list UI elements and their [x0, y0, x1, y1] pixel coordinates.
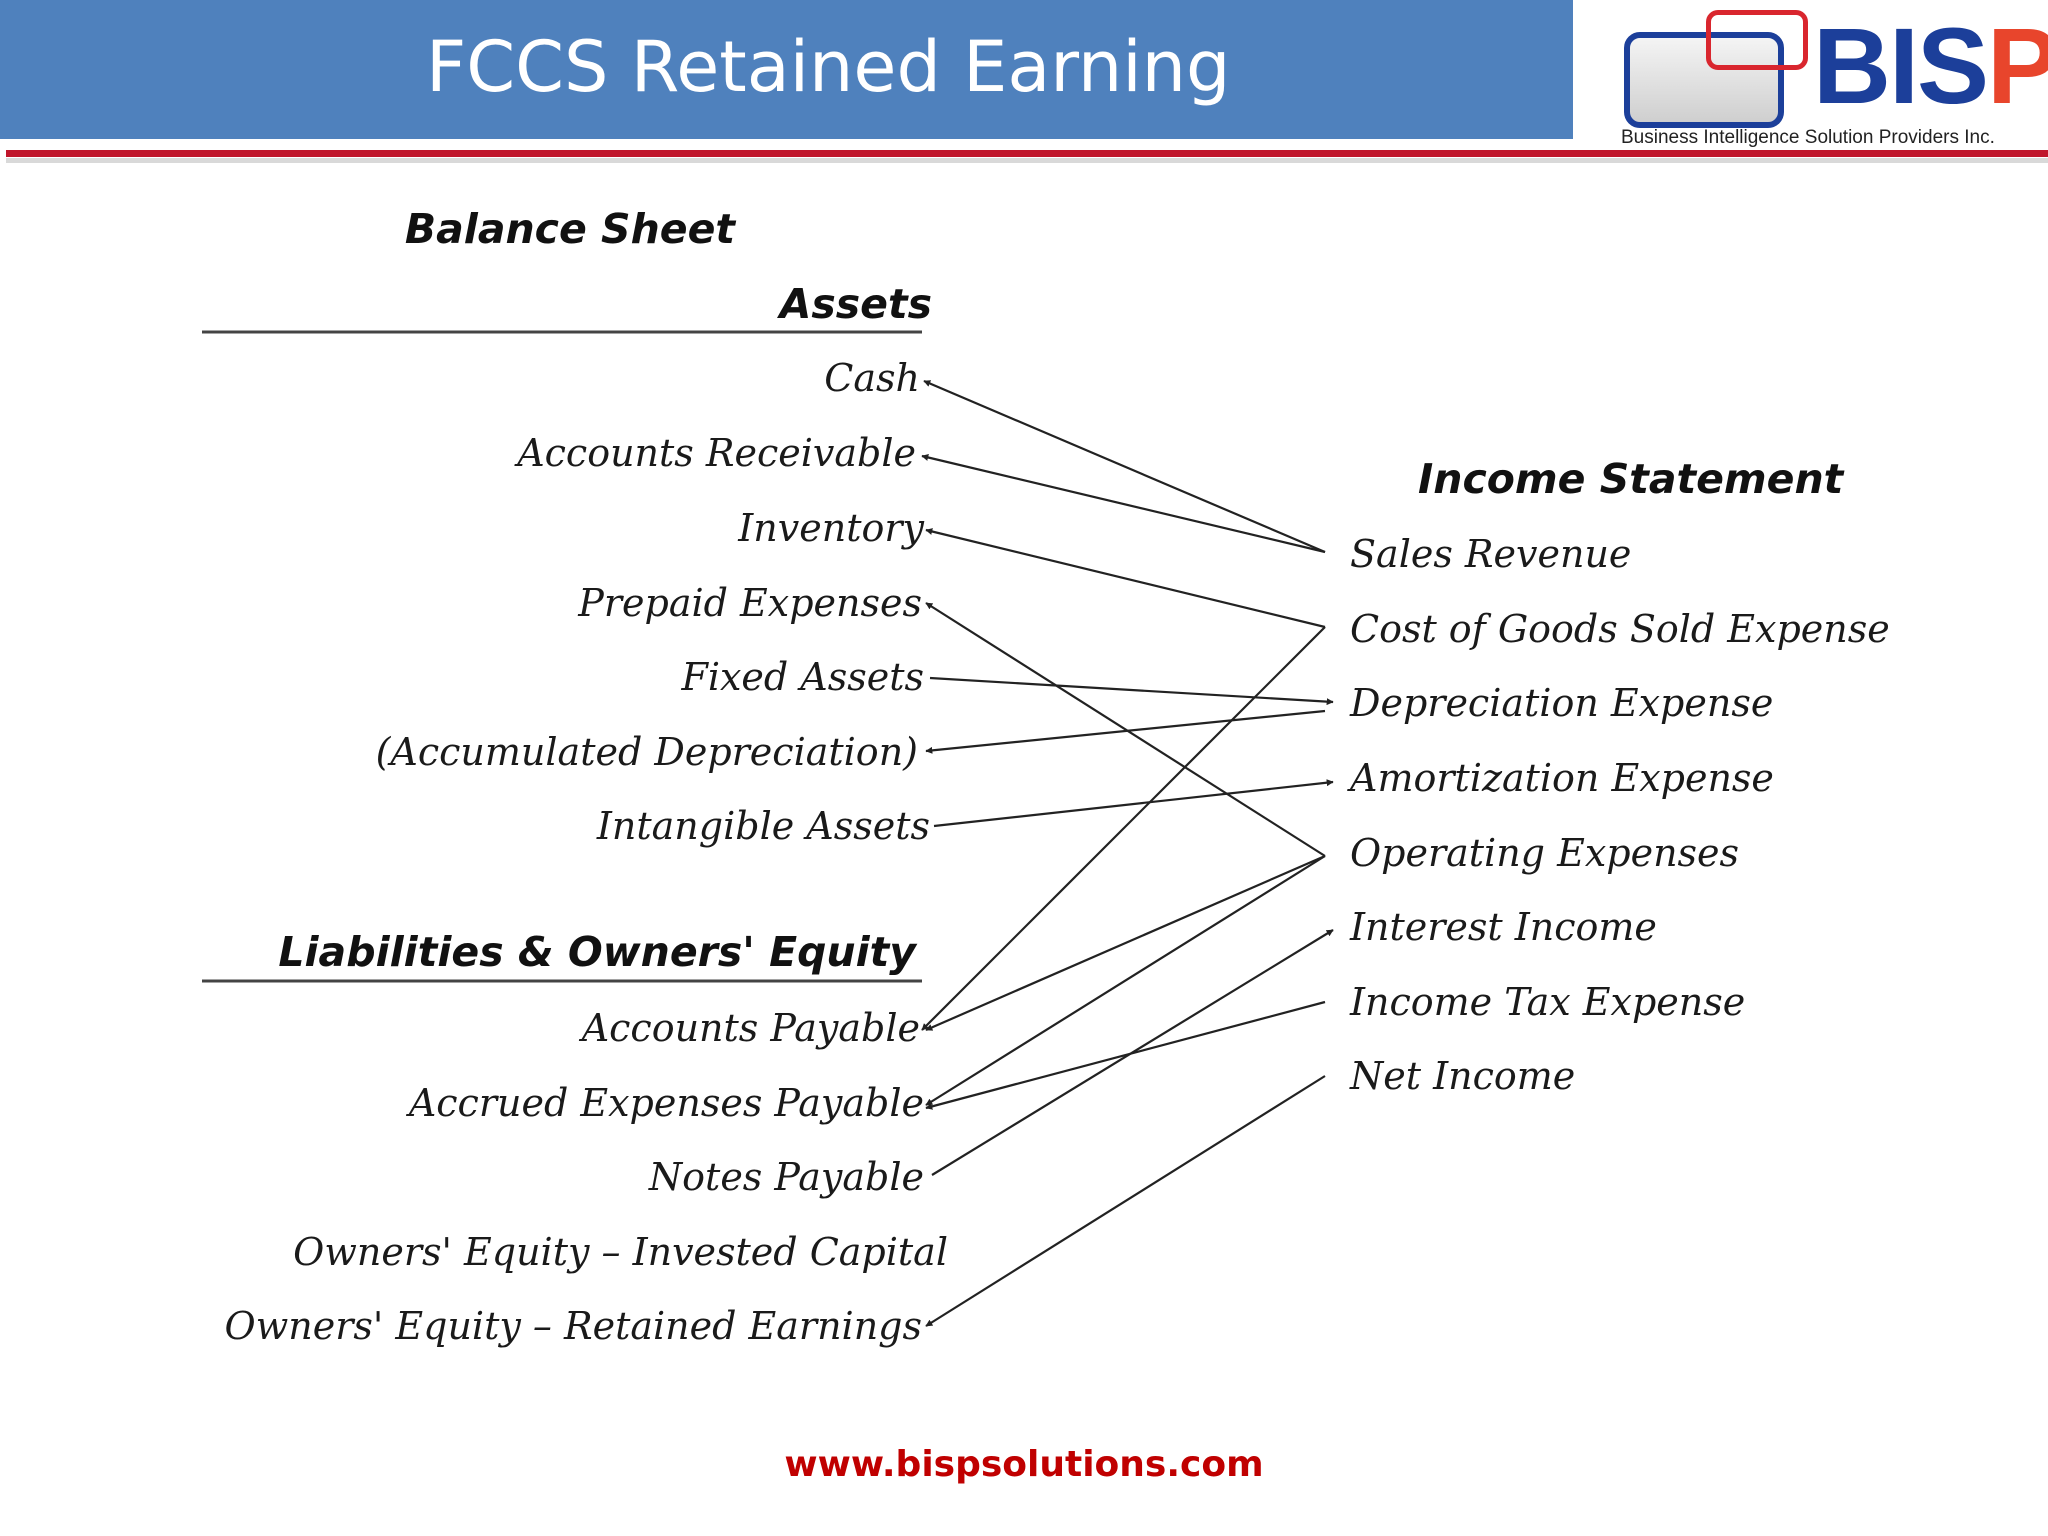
header-red-divider — [6, 150, 2048, 157]
asset-intangible-assets: Intangible Assets — [596, 804, 930, 848]
liabilities-heading: Liabilities & Owners' Equity — [278, 928, 918, 976]
income-tax-expense: Income Tax Expense — [1349, 980, 1745, 1024]
income-amortization-expense: Amortization Expense — [1347, 756, 1774, 800]
logo-wordmark-dark: BIS — [1813, 5, 1989, 126]
liability-accounts-payable: Accounts Payable — [579, 1006, 920, 1050]
asset-accounts-receivable: Accounts Receivable — [514, 431, 916, 475]
link-fixed-assets-to-depreciation — [929, 676, 1334, 706]
asset-prepaid-expenses: Prepaid Expenses — [577, 581, 922, 625]
income-cogs-expense: Cost of Goods Sold Expense — [1350, 607, 1890, 651]
asset-accumulated-depreciation: (Accumulated Depreciation) — [376, 730, 918, 774]
income-depreciation-expense: Depreciation Expense — [1349, 681, 1773, 725]
logo-tagline: Business Intelligence Solution Providers… — [1621, 127, 1995, 148]
slide-title: FCCS Retained Earning — [426, 26, 1231, 108]
asset-cash: Cash — [824, 356, 920, 400]
header-gray-divider — [6, 158, 2048, 163]
link-sales-to-cash — [923, 379, 1326, 554]
income-interest-income: Interest Income — [1349, 905, 1657, 949]
balance-sheet-title: Balance Sheet — [405, 205, 737, 253]
equity-invested-capital: Owners' Equity – Invested Capital — [293, 1230, 948, 1274]
income-sales-revenue: Sales Revenue — [1350, 532, 1631, 576]
liability-notes-payable: Notes Payable — [648, 1155, 924, 1199]
link-intangible-to-amortization — [933, 779, 1334, 828]
title-bar — [0, 0, 1573, 139]
link-operating-to-accrued — [925, 855, 1326, 1106]
logo-wordmark: BISP — [1813, 12, 2048, 120]
link-cogs-to-accounts-payable — [921, 626, 1326, 1031]
link-operating-to-prepaid — [925, 602, 1326, 857]
logo-frame-accent-icon — [1706, 10, 1808, 70]
asset-inventory: Inventory — [737, 506, 924, 550]
link-sales-to-receivable — [921, 454, 1326, 554]
income-statement-title: Income Statement — [1418, 455, 1845, 503]
assets-heading: Assets — [777, 280, 932, 328]
income-operating-expenses: Operating Expenses — [1350, 831, 1739, 875]
bisp-logo: BISP Business Intelligence Solution Prov… — [1618, 6, 2048, 156]
logo-frame-icon — [1624, 32, 1784, 128]
link-net-income-to-retained — [925, 1075, 1326, 1327]
income-net-income: Net Income — [1349, 1054, 1575, 1098]
equity-retained-earnings: Owners' Equity – Retained Earnings — [225, 1304, 922, 1348]
link-cogs-to-inventory — [925, 528, 1326, 629]
logo-wordmark-accent: P — [1987, 5, 2048, 126]
link-depreciation-to-accumulated — [925, 709, 1326, 754]
footer-website-link[interactable]: www.bispsolutions.com — [784, 1444, 1264, 1485]
link-operating-to-accounts-payable — [925, 854, 1326, 1032]
link-tax-to-accrued — [925, 1000, 1326, 1110]
liability-accrued-expenses-payable: Accrued Expenses Payable — [406, 1081, 924, 1125]
asset-fixed-assets: Fixed Assets — [680, 655, 924, 699]
